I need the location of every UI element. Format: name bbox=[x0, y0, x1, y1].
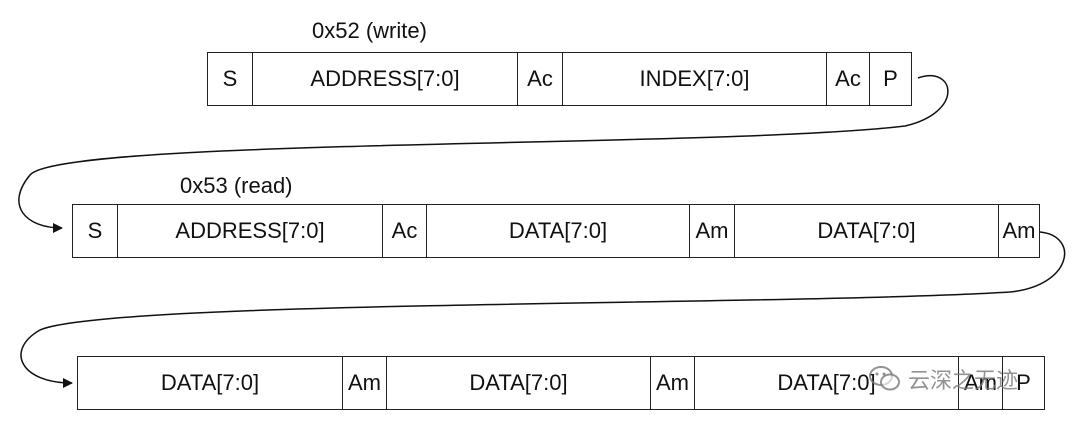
ack-cell: Ac bbox=[382, 205, 426, 257]
address-field: ADDRESS[7:0] bbox=[117, 205, 382, 257]
index-field: INDEX[7:0] bbox=[562, 53, 826, 105]
ack-cell: Ac bbox=[517, 53, 562, 105]
start-bit-cell: S bbox=[222, 66, 238, 91]
master-ack-cell: Am bbox=[342, 357, 386, 409]
address-field: ADDRESS[7:0] bbox=[252, 53, 517, 105]
continuation-arrow-2 bbox=[20, 231, 1066, 388]
stop-bit-cell: P bbox=[1002, 357, 1044, 409]
master-ack-cell: Am bbox=[998, 205, 1039, 257]
data-field: DATA[7:0] bbox=[694, 357, 958, 409]
frame-row-read: S ADDRESS[7:0] Ac DATA[7:0] Am DATA[7:0]… bbox=[72, 204, 1040, 258]
watermark-text: 云深之无迹 bbox=[908, 368, 1019, 393]
stop-bit-cell: P bbox=[869, 53, 911, 105]
wechat-icon bbox=[869, 366, 900, 391]
row-caption: 0x53 (read) bbox=[180, 173, 293, 198]
master-ack-cell: Am bbox=[958, 357, 1002, 409]
ack-cell: Ac bbox=[826, 53, 869, 105]
data-field: DATA[7:0] bbox=[734, 205, 998, 257]
master-ack-cell: Am bbox=[689, 205, 734, 257]
data-field: DATA[7:0] bbox=[160, 370, 260, 395]
row-caption: 0x52 (write) bbox=[312, 18, 427, 43]
master-ack-cell: Am bbox=[650, 357, 694, 409]
frame-row-write: S ADDRESS[7:0] Ac INDEX[7:0] Ac P bbox=[207, 52, 912, 106]
data-field: DATA[7:0] bbox=[386, 357, 650, 409]
continuation-arrow-1 bbox=[18, 75, 949, 233]
start-bit-cell: S bbox=[87, 218, 103, 243]
data-field: DATA[7:0] bbox=[426, 205, 689, 257]
watermark: 云深之无迹 bbox=[868, 363, 1018, 395]
